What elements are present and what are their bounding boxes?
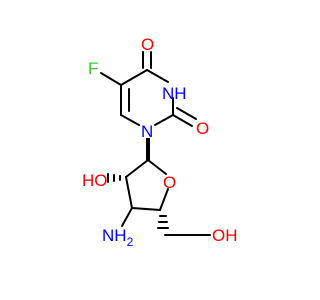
bond-c2-o-double (172, 114, 193, 127)
atom-labels: O NH O F N HO O NH2 OH (82, 35, 238, 249)
atom-n-ring: N (141, 122, 153, 141)
bond-c4prime-c3prime (131, 207, 161, 211)
atom-nh2-main: NH (102, 226, 127, 245)
bond-c4prime-ch2-hashed (157, 215, 169, 229)
bond-c4-n3 (146, 69, 169, 83)
atom-f: F (88, 59, 98, 78)
atom-oh-end: OH (212, 226, 238, 245)
bond-o4prime-c4prime (159, 188, 169, 211)
bond-c4-c5 (120, 69, 148, 86)
bond-c2-o-double-2 (176, 107, 197, 120)
bond-c1prime-c2prime (125, 159, 149, 178)
atom-nh2-subscript: 2 (127, 235, 134, 249)
bond-c2prime-oh-hashed (107, 173, 121, 183)
atom-o-sugar: O (163, 173, 176, 192)
atom-o-top: O (141, 35, 154, 54)
chemical-structure: O NH O F N HO O NH2 OH (82, 35, 238, 249)
bond-c3prime-nh2 (121, 207, 133, 227)
atom-o-right: O (196, 119, 209, 138)
bond-c1prime-o4prime (147, 159, 167, 175)
bond-c6-n1 (120, 114, 140, 126)
atom-nh-ring: NH (162, 84, 187, 103)
atom-ho-sugar: HO (82, 171, 108, 190)
bond-n1-c2 (154, 114, 174, 126)
bond-c3prime-c2prime (125, 176, 133, 209)
bond-c5-f (100, 72, 122, 86)
bonds (100, 51, 211, 236)
atom-nh2: NH2 (102, 226, 134, 249)
bond-n1-c1prime-wedge (146, 138, 150, 160)
